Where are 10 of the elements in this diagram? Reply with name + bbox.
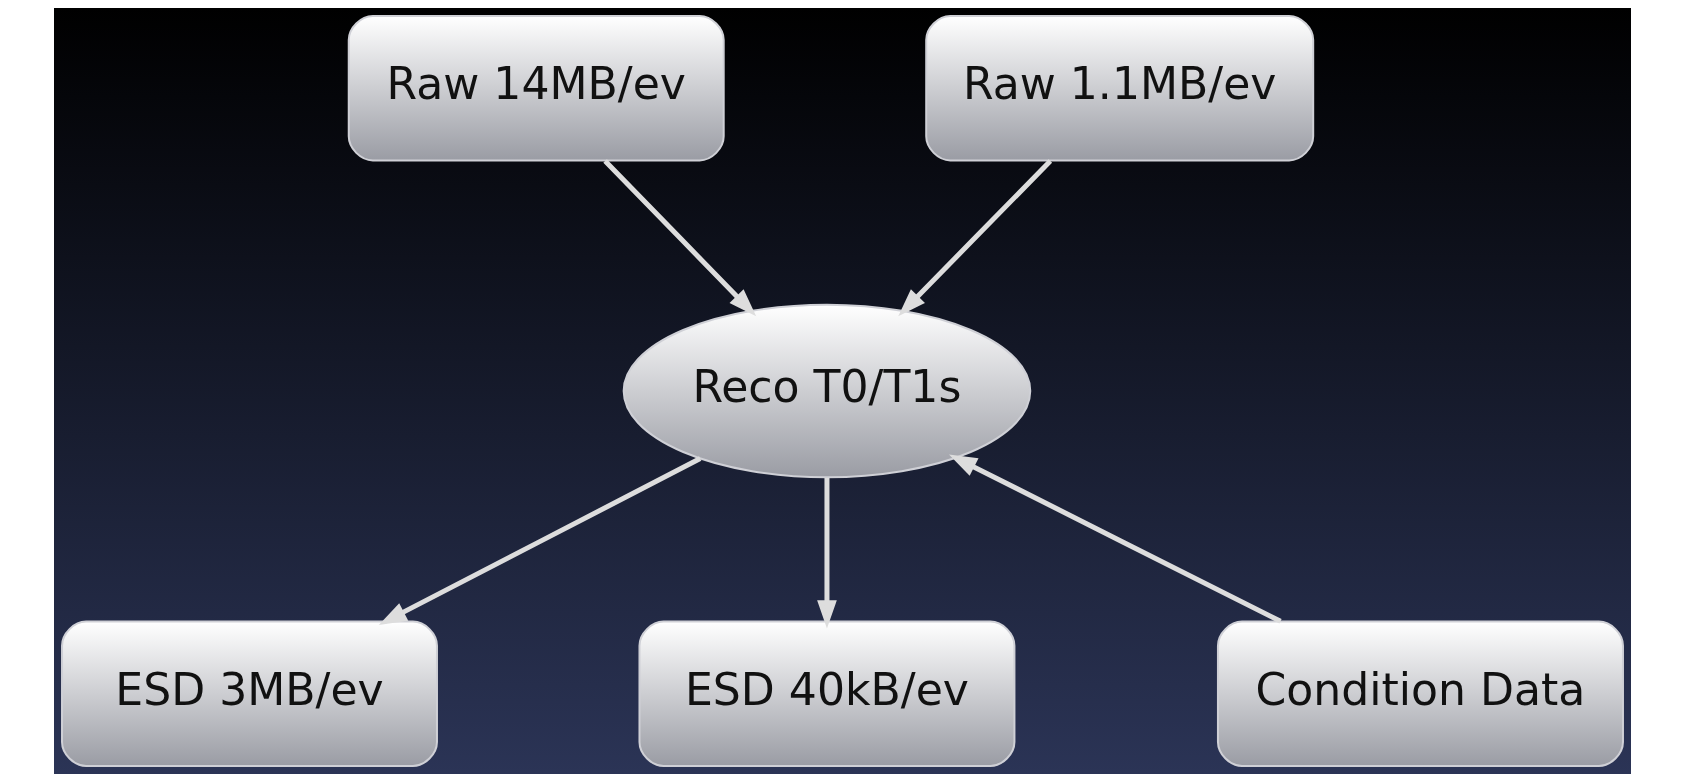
node-box: Raw 1.1MB/ev	[924, 15, 1314, 162]
arrow	[948, 454, 1282, 624]
node-box: ESD 3MB/ev	[60, 620, 438, 767]
arrow	[602, 159, 756, 317]
arrow	[378, 456, 701, 625]
arrow	[816, 477, 837, 629]
arrow	[897, 159, 1052, 317]
node-box: Condition Data	[1216, 620, 1624, 767]
node-box: Raw 14MB/ev	[347, 15, 725, 162]
node-box: ESD 40kB/ev	[638, 620, 1015, 767]
